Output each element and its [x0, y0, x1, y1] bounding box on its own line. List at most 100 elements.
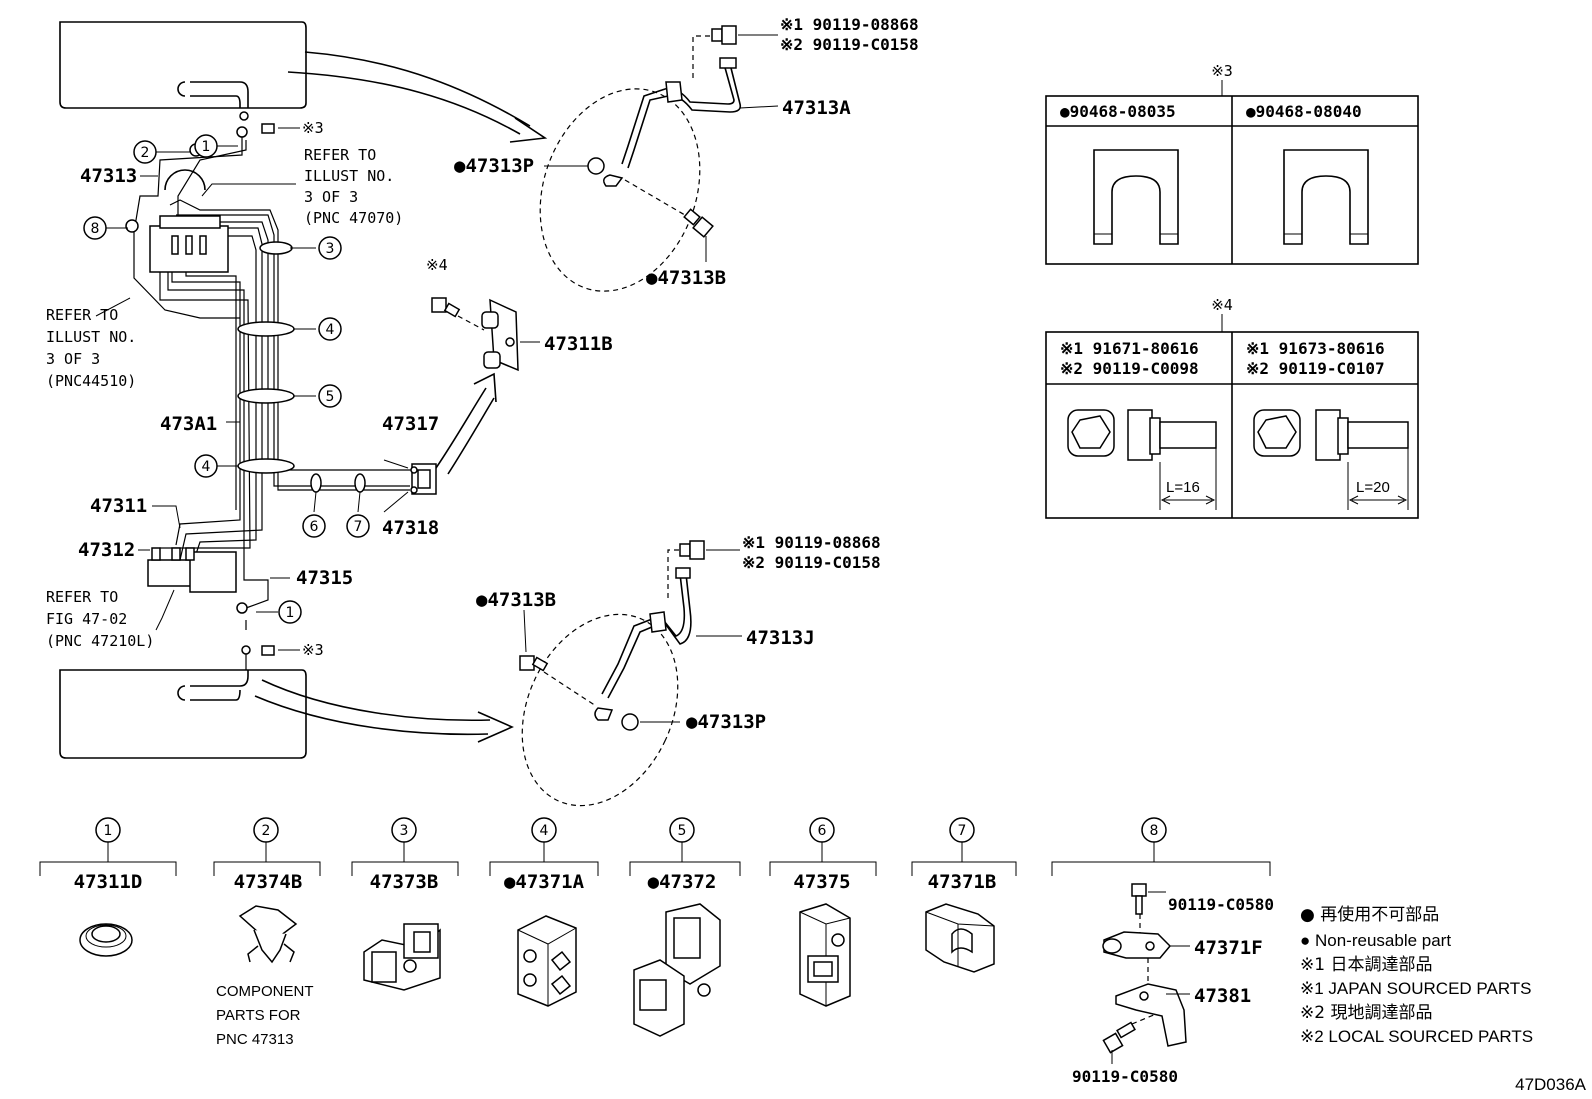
svg-text:(PNC 47070): (PNC 47070): [304, 209, 403, 227]
marker-3-bottom: ※3: [302, 641, 324, 659]
clip-47374B: [238, 905, 298, 964]
svg-text:6: 6: [310, 519, 319, 535]
svg-text:● 再使用不可部品: ● 再使用不可部品: [1300, 904, 1439, 925]
clamp-47371A: [517, 915, 577, 1007]
label-47315: 47315: [296, 567, 353, 589]
label-47312: 47312: [78, 539, 135, 561]
part-labels: 47313 473A1 47317 47318 4 7 3 1 1 47312 4731…: [78, 97, 851, 733]
detail-47311B: [431, 297, 540, 372]
marker-3-top: ※3: [302, 119, 324, 137]
svg-text:※2 90119-C0158: ※2 90119-C0158: [742, 553, 881, 572]
svg-text:※1 90119-08868: ※1 90119-08868: [742, 533, 881, 552]
vehicle-outline-top: [59, 21, 307, 109]
callout-3: 3: [318, 236, 342, 260]
callout-5: 5: [318, 384, 342, 408]
table4-col2-line2: ※2 90119-C0107: [1246, 359, 1385, 378]
table3-title: ※3: [1211, 62, 1233, 80]
table4-title: ※4: [1211, 296, 1233, 314]
svg-text:※2 LOCAL SOURCED PARTS: ※2 LOCAL SOURCED PARTS: [1300, 1027, 1533, 1046]
marker-4: ※4: [426, 256, 448, 274]
svg-text:3 OF 3: 3 OF 3: [46, 350, 100, 368]
master-cylinder: [147, 547, 237, 593]
callout-2: 2: [133, 140, 157, 164]
svg-text:7: 7: [958, 823, 967, 839]
svg-text:(PNC 47210L): (PNC 47210L): [46, 632, 154, 650]
label-47371A: ●47371A: [504, 871, 585, 893]
label-473A1: 473A1: [160, 413, 217, 435]
svg-text:4: 4: [202, 459, 211, 475]
note-refer-47070: REFER TO ILLUST NO. 3 OF 3 (PNC 47070): [304, 146, 403, 227]
label-47311D: 47311D: [74, 871, 143, 893]
note-refer-4702: REFER TO FIG 47-02 (PNC 47210L): [46, 588, 154, 650]
svg-text:47381: 47381: [1194, 985, 1251, 1007]
label-47317: 47317: [382, 413, 439, 435]
svg-text:※1 JAPAN SOURCED PARTS: ※1 JAPAN SOURCED PARTS: [1300, 979, 1532, 998]
table4-col1-line2: ※2 90119-C0098: [1060, 359, 1199, 378]
label-47313B-top: ●47313B: [646, 267, 726, 289]
callout-1: 1: [194, 134, 218, 158]
svg-text:(PNC44510): (PNC44510): [46, 372, 136, 390]
svg-text:ILLUST NO.: ILLUST NO.: [304, 167, 394, 185]
clip-table-3: [1045, 80, 1419, 265]
svg-text:FIG 47-02: FIG 47-02: [46, 610, 127, 628]
label-47313P-top: ●47313P: [454, 155, 534, 177]
clip-marker-top: [261, 123, 300, 134]
label-47318: 47318: [382, 517, 439, 539]
junction-47317: [410, 463, 437, 495]
note-refer-44510: REFER TO ILLUST NO. 3 OF 3 (PNC44510): [46, 306, 136, 390]
bolt-numbers-top: ※1 90119-08868 ※2 90119-C0158: [780, 15, 919, 54]
label-47313: 47313: [80, 165, 137, 187]
vehicle-outline-bottom: [59, 669, 307, 759]
clamp-47372: [633, 903, 721, 1037]
svg-text:90119-C0580: 90119-C0580: [1072, 1067, 1178, 1086]
svg-text:8: 8: [1150, 823, 1159, 839]
bolt-icon: [1131, 883, 1147, 915]
bolt-icon: [1102, 1021, 1136, 1054]
svg-text:6: 6: [818, 823, 827, 839]
bolt-table-4: [1045, 314, 1419, 519]
arrow-top-to-detail: [287, 51, 548, 143]
bolt-icon: [683, 208, 714, 238]
label-47372: ●47372: [648, 871, 717, 893]
bottom-part-labels: 47311D 47374B 47373B ●47371A ●47372 4737…: [74, 871, 997, 893]
svg-text:4: 4: [540, 823, 549, 839]
arrow-bottom-to-detail: [254, 679, 514, 743]
label-47313B-bot: ●47313B: [476, 589, 556, 611]
svg-text:※2 90119-C0158: ※2 90119-C0158: [780, 35, 919, 54]
label-47374B: 47374B: [234, 871, 303, 893]
label-47313P-bot: ●47313P: [686, 711, 766, 733]
clamp-47373B: [363, 923, 441, 991]
bolt-icon: [519, 655, 549, 672]
svg-text:1: 1: [202, 139, 211, 155]
table3-col2: ●90468-08040: [1246, 102, 1362, 121]
svg-text:3: 3: [400, 823, 409, 839]
table3-col1: ●90468-08035: [1060, 102, 1176, 121]
svg-text:47371F: 47371F: [1194, 937, 1263, 959]
length-16: L=16: [1166, 479, 1200, 496]
callout-7: 7: [346, 514, 370, 538]
callout-circles: 1 2 8 3 4 5 4 6 7 1: [83, 134, 370, 624]
detail-bottom: [519, 540, 742, 807]
svg-text:REFER TO: REFER TO: [46, 306, 118, 324]
bolt-icon: [431, 297, 461, 318]
label-47313J: 47313J: [746, 627, 815, 649]
svg-text:1: 1: [104, 823, 113, 839]
brake-actuator: [149, 169, 229, 273]
table4-col2-line1: ※1 91673-80616: [1246, 339, 1385, 358]
svg-text:1: 1: [286, 605, 295, 621]
bolt-numbers-mid: ※1 90119-08868 ※2 90119-C0158: [742, 533, 881, 572]
bolt-icon: [711, 25, 737, 45]
svg-text:REFER TO: REFER TO: [304, 146, 376, 164]
svg-text:2: 2: [262, 823, 271, 839]
label-47371B: 47371B: [928, 871, 997, 893]
callout-8: 8: [83, 216, 107, 240]
bolt-icon: [679, 540, 705, 560]
detail-top: [539, 25, 779, 292]
component-note: COMPONENT PARTS FOR PNC 47313: [216, 983, 314, 1048]
svg-text:5: 5: [326, 389, 335, 405]
figure-code: 47D036A: [1515, 1075, 1587, 1094]
svg-text:4: 4: [326, 322, 335, 338]
label-47373B: 47373B: [370, 871, 439, 893]
svg-text:COMPONENT: COMPONENT: [216, 983, 314, 1000]
